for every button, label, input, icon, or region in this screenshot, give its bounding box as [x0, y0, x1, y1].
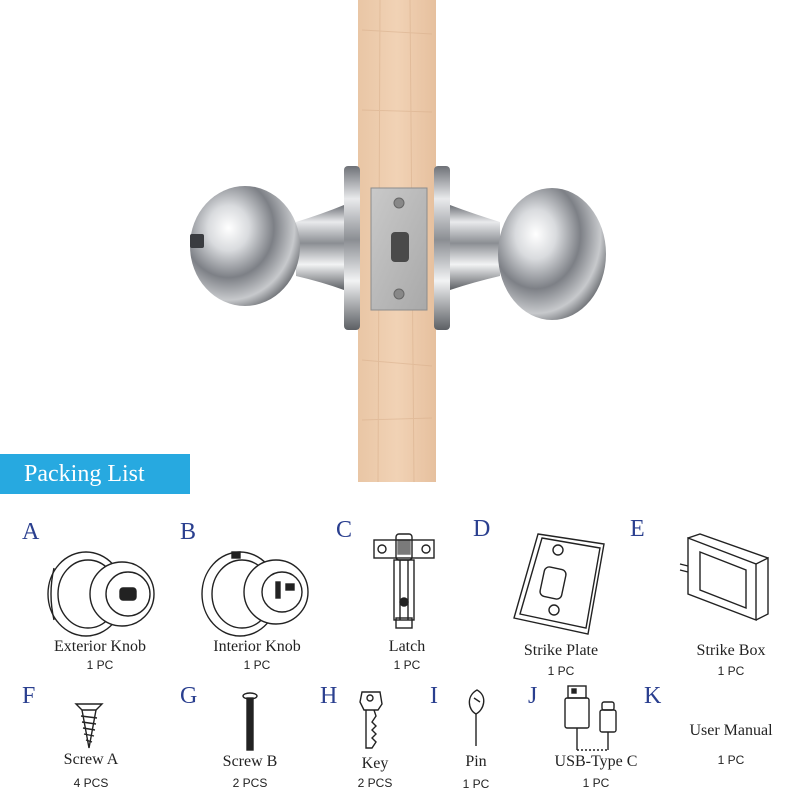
item-letter-k: K: [644, 683, 662, 709]
item-name-usb-type-c: USB-Type C: [554, 753, 638, 770]
item-qty-interior-knob: 1 PC: [243, 658, 271, 672]
item-name-interior-knob: Interior Knob: [213, 638, 301, 655]
item-letter-d: D: [473, 516, 491, 542]
item-name-user-manual: User Manual: [689, 722, 773, 739]
item-qty-key: 2 PCS: [357, 776, 393, 790]
item-qty-strike-box: 1 PC: [717, 664, 745, 678]
item-letter-e: E: [630, 516, 645, 542]
latch-icon: [373, 533, 435, 629]
item-qty-screw-b: 2 PCS: [232, 776, 268, 790]
item-qty-strike-plate: 1 PC: [547, 664, 575, 678]
product-hero-image: [190, 0, 606, 483]
item-name-strike-plate: Strike Plate: [523, 642, 599, 659]
item-name-latch: Latch: [388, 638, 426, 655]
item-qty-user-manual: 1 PC: [717, 753, 745, 767]
strike-box-icon: [679, 533, 769, 622]
item-qty-latch: 1 PC: [393, 658, 421, 672]
item-letter-b: B: [180, 519, 197, 545]
item-name-key: Key: [361, 755, 389, 772]
interior-knob-icon: [201, 551, 309, 637]
item-qty-pin: 1 PC: [462, 777, 490, 791]
item-name-screw-b: Screw B: [222, 753, 278, 770]
item-name-pin: Pin: [465, 753, 487, 770]
item-name-exterior-knob: Exterior Knob: [54, 638, 146, 655]
strike-plate-icon: [513, 533, 605, 635]
packing-list-banner: Packing List: [0, 454, 190, 494]
item-letter-f: F: [22, 683, 36, 709]
item-qty-exterior-knob: 1 PC: [86, 658, 114, 672]
usb-cable-icon: [564, 685, 617, 751]
screw-a-icon: [74, 703, 104, 749]
item-name-strike-box: Strike Box: [696, 642, 766, 659]
item-letter-a: A: [22, 519, 40, 545]
pin-icon: [468, 689, 485, 746]
item-letter-c: C: [336, 517, 353, 543]
screw-b-icon: [242, 692, 258, 751]
item-letter-g: G: [180, 683, 198, 709]
exterior-knob-icon: [47, 551, 155, 637]
item-qty-usb-type-c: 1 PC: [582, 776, 610, 790]
item-letter-i: I: [430, 683, 438, 709]
item-qty-screw-a: 4 PCS: [73, 776, 109, 790]
key-icon: [359, 691, 383, 749]
item-letter-h: H: [320, 683, 338, 709]
item-name-screw-a: Screw A: [63, 751, 119, 768]
item-letter-j: J: [528, 683, 538, 709]
